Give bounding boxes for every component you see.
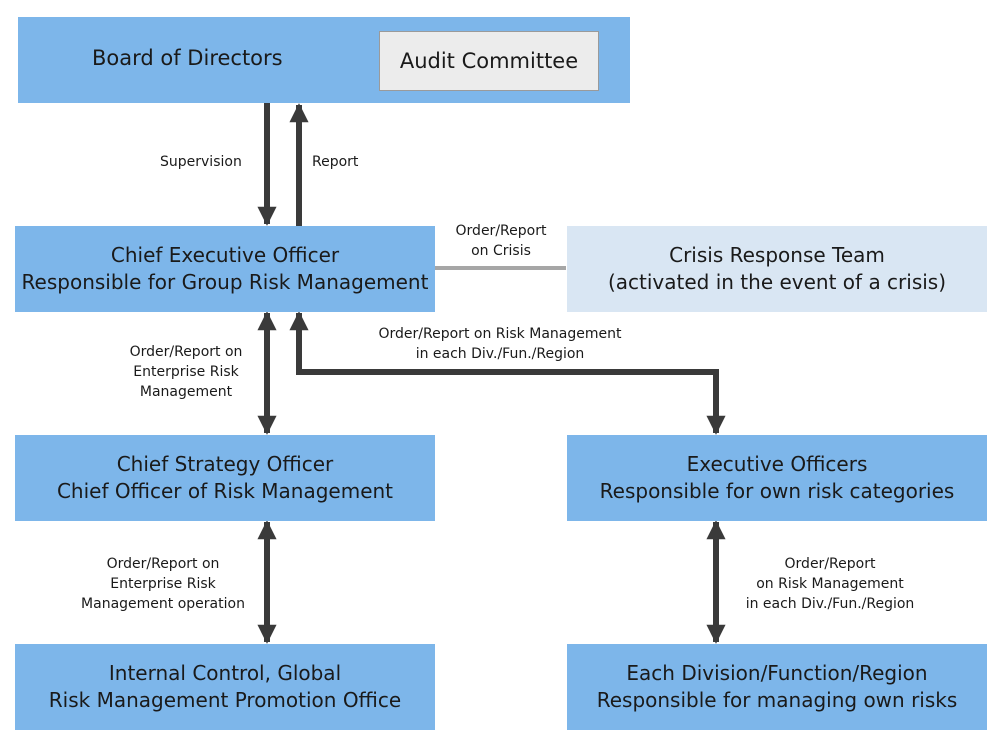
- crisis-connector-label-line: on Crisis: [471, 243, 531, 259]
- cso-internal-label-line: Order/Report on: [106, 556, 220, 572]
- ceo-exec-arrow: [289, 311, 726, 435]
- ceo-exec-label: Order/Report on Risk Management in each …: [350, 324, 650, 364]
- division-title: Each Division/Function/Region: [626, 661, 928, 685]
- internal-title: Internal Control, Global: [108, 661, 342, 685]
- division-subtitle: Responsible for managing own risks: [596, 688, 958, 712]
- cso-box: Chief Strategy Officer Chief Officer of …: [15, 435, 435, 521]
- report-label: Report: [312, 154, 359, 170]
- cso-internal-label: Order/Report on Enterprise Risk Manageme…: [60, 554, 266, 614]
- ceo-exec-label-line: Order/Report on Risk Management: [378, 326, 622, 342]
- supervision-label: Supervision: [160, 154, 242, 170]
- cso-subtitle: Chief Officer of Risk Management: [56, 479, 394, 503]
- crisis-response-team-box: Crisis Response Team (activated in the e…: [567, 226, 987, 312]
- exec-division-label-line: in each Div./Fun./Region: [745, 596, 915, 612]
- ceo-title: Chief Executive Officer: [110, 243, 340, 267]
- cso-title: Chief Strategy Officer: [116, 452, 334, 476]
- ceo-subtitle: Responsible for Group Risk Management: [21, 270, 429, 294]
- ceo-cso-label-line: Order/Report on: [129, 344, 243, 360]
- cso-internal-label-line: Management operation: [81, 596, 245, 612]
- ceo-cso-label-line: Management: [139, 384, 233, 400]
- audit-committee-box: Audit Committee: [379, 31, 599, 91]
- crisis-title: Crisis Response Team: [669, 243, 885, 267]
- exec-subtitle: Responsible for own risk categories: [599, 479, 955, 503]
- crisis-connector-label-line: Order/Report: [455, 223, 547, 239]
- crisis-connector-label: Order/Report on Crisis: [436, 221, 566, 261]
- division-box: Each Division/Function/Region Responsibl…: [567, 644, 987, 730]
- ceo-box: Chief Executive Officer Responsible for …: [15, 226, 435, 312]
- ceo-cso-label-line: Enterprise Risk: [133, 364, 239, 380]
- ceo-exec-label-line: in each Div./Fun./Region: [415, 346, 585, 362]
- exec-division-label: Order/Report on Risk Management in each …: [730, 554, 930, 614]
- exec-title: Executive Officers: [686, 452, 868, 476]
- crisis-subtitle: (activated in the event of a crisis): [607, 270, 947, 294]
- exec-division-label-line: on Risk Management: [756, 576, 904, 592]
- exec-division-label-line: Order/Report: [784, 556, 876, 572]
- board-of-directors-title: Board of Directors: [92, 46, 283, 70]
- cso-internal-label-line: Enterprise Risk: [110, 576, 216, 592]
- ceo-cso-label: Order/Report on Enterprise Risk Manageme…: [106, 342, 266, 402]
- executive-officers-box: Executive Officers Responsible for own r…: [567, 435, 987, 521]
- internal-subtitle: Risk Management Promotion Office: [48, 688, 402, 712]
- internal-control-box: Internal Control, Global Risk Management…: [15, 644, 435, 730]
